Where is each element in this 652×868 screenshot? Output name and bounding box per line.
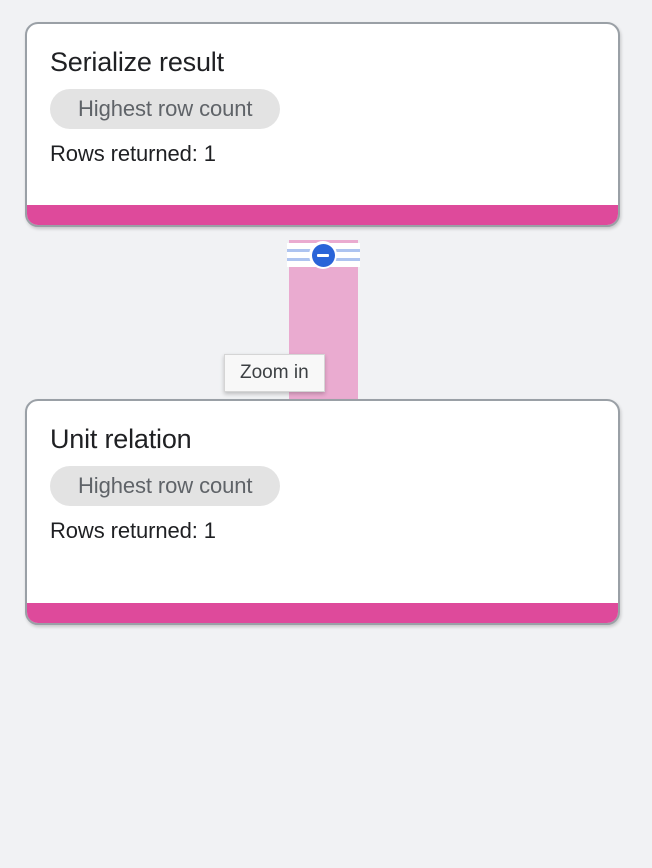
node-card[interactable]: Unit relation Highest row count Rows ret… (25, 399, 620, 625)
node-accent-bar (27, 603, 618, 623)
minus-glyph (317, 253, 329, 257)
node-body: Unit relation Highest row count Rows ret… (27, 401, 618, 603)
collapse-disc (311, 243, 335, 267)
zoom-in-tooltip: Zoom in (224, 354, 325, 392)
node-badge[interactable]: Highest row count (50, 466, 281, 506)
node-title: Serialize result (50, 47, 224, 77)
node-rows-returned: Rows returned: 1 (50, 141, 216, 166)
node-rows-returned: Rows returned: 1 (50, 518, 216, 543)
minus-circle-icon[interactable] (309, 241, 337, 269)
node-title: Unit relation (50, 424, 192, 454)
node-badge[interactable]: Highest row count (50, 89, 281, 129)
node-body: Serialize result Highest row count Rows … (27, 24, 618, 205)
node-card[interactable]: Serialize result Highest row count Rows … (25, 22, 620, 227)
node-accent-bar (27, 205, 618, 225)
